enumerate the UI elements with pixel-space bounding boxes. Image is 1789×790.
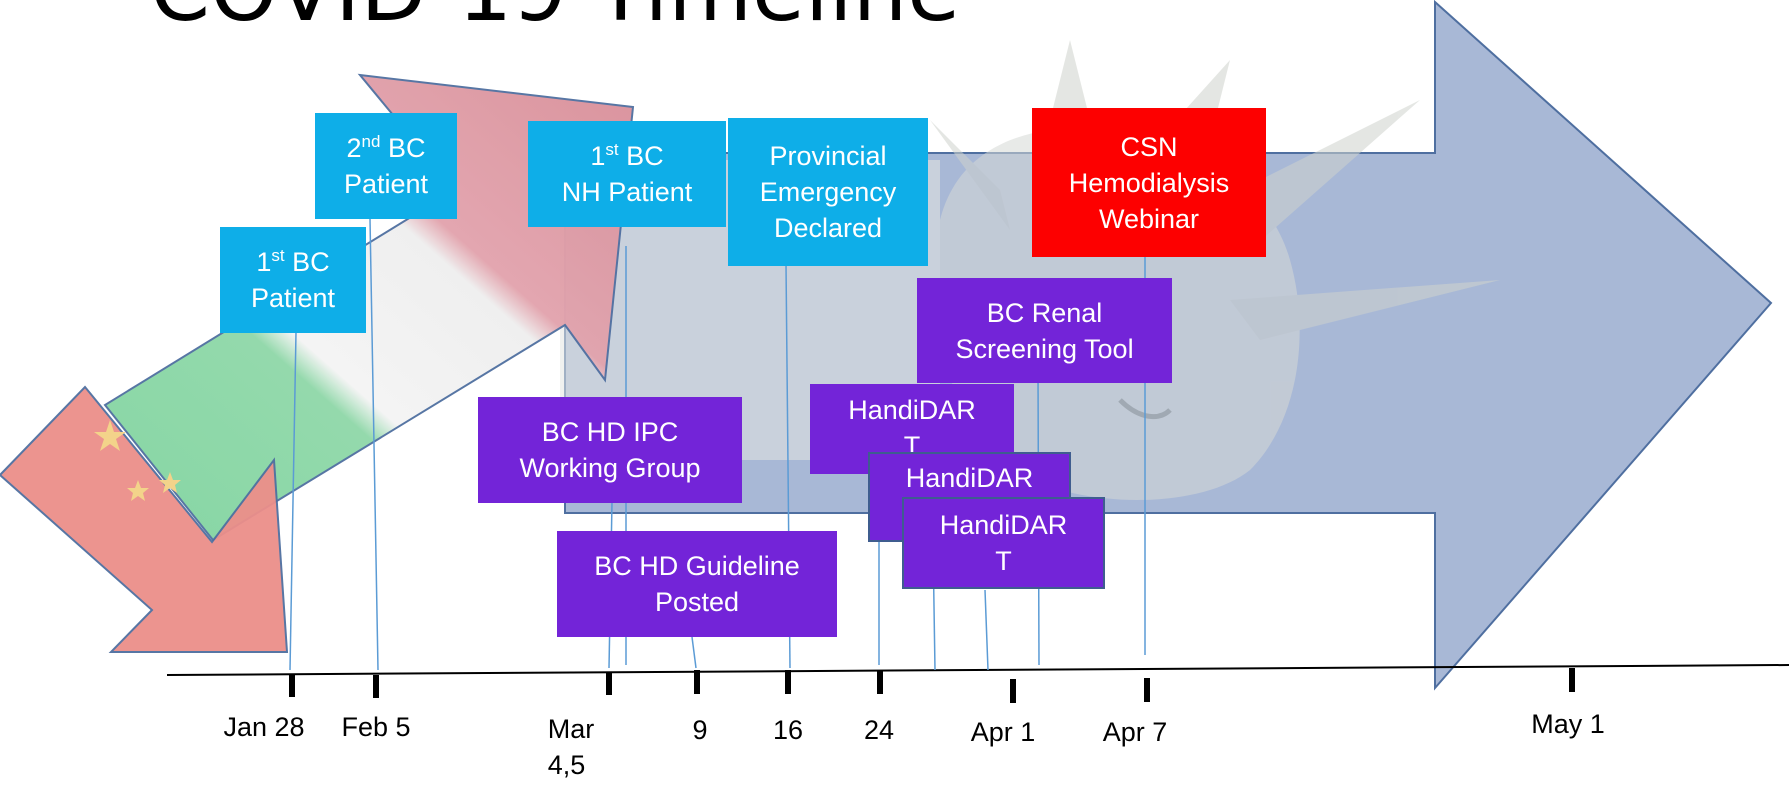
label-apr7: Apr 7 (1102, 717, 1168, 747)
label-mar45-line2: 4,5 (547, 750, 586, 780)
label-may1: May 1 (1531, 709, 1605, 739)
event-csn-webinar-line2: Hemodialysis (1068, 167, 1230, 198)
label-apr1: Apr 1 (970, 717, 1036, 747)
event-handidart-3-line2: T (995, 546, 1012, 576)
event-second-bc-patient-line2: Patient (343, 169, 429, 199)
label-mar16: 16 (772, 715, 804, 745)
label-jan28: Jan 28 (223, 712, 305, 742)
label-mar45-line1: Mar (547, 714, 595, 744)
event-provincial-emergency-line1: Provincial (769, 141, 887, 171)
event-provincial-emergency: Provincial Emergency Declared (728, 118, 928, 266)
label-feb5: Feb 5 (341, 712, 411, 742)
event-csn-webinar-line3: Webinar (1098, 203, 1200, 234)
tick-marks (289, 668, 1575, 703)
event-bc-hd-ipc-working-group-line2: Working Group (519, 453, 701, 483)
event-handidart-1-line1: HandiDAR (848, 395, 976, 425)
timeline-axis (166, 664, 1789, 676)
event-provincial-emergency-line2: Emergency (759, 177, 897, 207)
event-bc-hd-ipc-working-group: BC HD IPC Working Group (478, 397, 742, 503)
event-second-bc-patient: 2nd BC Patient (315, 113, 457, 219)
event-first-bc-nh-patient: 1st BC NH Patient (528, 121, 726, 227)
event-handidart-3: HandiDAR T (902, 497, 1105, 589)
event-bc-renal-screening-tool-line2: Screening Tool (955, 333, 1134, 364)
china-arrow (0, 385, 289, 653)
event-csn-webinar: CSN Hemodialysis Webinar (1032, 108, 1266, 257)
event-bc-renal-screening-tool: BC Renal Screening Tool (917, 278, 1172, 383)
event-second-bc-patient-line1: 2nd BC (346, 132, 426, 163)
event-first-bc-patient: 1st BC Patient (220, 227, 366, 333)
event-first-bc-patient-line2: Patient (250, 283, 336, 313)
label-mar9: 9 (692, 715, 708, 745)
event-bc-hd-guideline-posted-line2: Posted (654, 587, 740, 617)
event-bc-hd-ipc-working-group-line1: BC HD IPC (541, 417, 679, 447)
event-handidart-2-line1: HandiDAR (905, 463, 1034, 493)
event-bc-hd-guideline-posted: BC HD Guideline Posted (557, 531, 837, 637)
event-provincial-emergency-line3: Declared (773, 213, 883, 243)
event-first-bc-patient-line1: 1st BC (256, 246, 330, 277)
event-bc-renal-screening-tool-line1: BC Renal (986, 297, 1103, 328)
event-first-bc-nh-patient-line2: NH Patient (561, 177, 693, 207)
event-bc-hd-guideline-posted-line1: BC HD Guideline (594, 551, 800, 581)
event-first-bc-nh-patient-line1: 1st BC (590, 140, 664, 171)
label-mar24: 24 (863, 715, 895, 745)
event-csn-webinar-line1: CSN (1120, 131, 1178, 162)
china-flag-stars (94, 420, 181, 501)
event-handidart-3-line1: HandiDAR (939, 510, 1068, 540)
slide-title: COVID-19 Timeline (150, 0, 960, 34)
label-mar45: Mar 4,5 (548, 711, 595, 783)
